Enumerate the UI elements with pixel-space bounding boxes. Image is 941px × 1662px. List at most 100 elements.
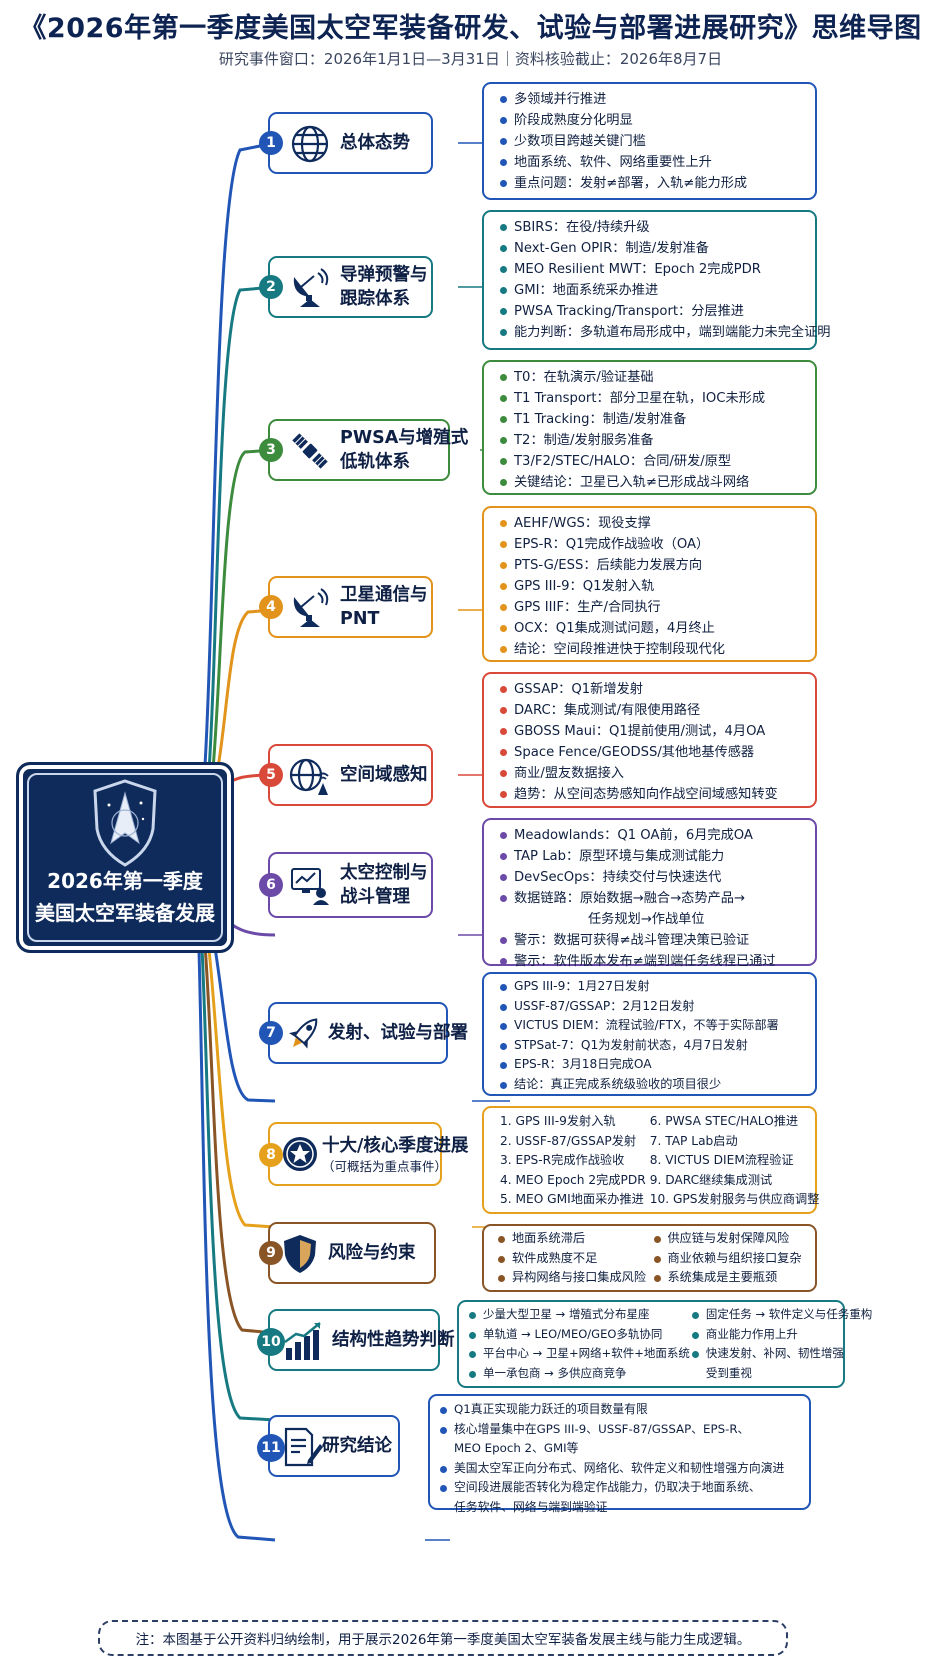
key-event-item: 5. MEO GMI地面采办推进 bbox=[500, 1192, 644, 1206]
branch-number-badge: 11 bbox=[257, 1434, 285, 1462]
detail-item: SBIRS：在役/持续升级 bbox=[498, 217, 805, 238]
key-event-item: 4. MEO Epoch 2完成PDR bbox=[500, 1172, 646, 1187]
branch-number-badge: 9 bbox=[259, 1241, 283, 1265]
detail-box-7: GPS III-9：1月27日发射 USSF-87/GSSAP：2月12日发射 … bbox=[482, 972, 817, 1096]
branch-node-10[interactable]: 10 结构性趋势判断 bbox=[257, 1309, 455, 1371]
detail-item: MEO Resilient MWT：Epoch 2完成PDR bbox=[498, 259, 805, 280]
detail-item: DARC：集成测试/有限使用路径 bbox=[498, 700, 805, 721]
detail-item: GPS III-9：Q1发射入轨 bbox=[498, 576, 805, 597]
detail-item: T0：在轨演示/验证基础 bbox=[498, 367, 805, 388]
detail-item: 阶段成熟度分化明显 bbox=[498, 110, 805, 131]
detail-item-continued: 任务规划→作战单位 bbox=[588, 912, 705, 927]
detail-item: 商业/盟友数据接入 bbox=[498, 763, 805, 784]
trend-item: 快速发射、补网、韧性增强 bbox=[690, 1344, 872, 1364]
conclusion-item-continued: MEO Epoch 2、GMI等 bbox=[454, 1441, 579, 1455]
conclusion-item: 核心增量集中在GPS III-9、USSF-87/GSSAP、EPS-R、 bbox=[438, 1420, 803, 1440]
branch-label: 风险与约束 bbox=[328, 1243, 416, 1263]
detail-box-10: 少量大型卫星 → 增殖式分布星座 单轨道 → LEO/MEO/GEO多轨协同 平… bbox=[457, 1300, 872, 1388]
detail-item: VICTUS DIEM：流程试验/FTX，不等于实际部署 bbox=[498, 1016, 805, 1036]
branch-label: 结构性趋势判断 bbox=[332, 1330, 455, 1350]
detail-item: T2：制造/发射服务准备 bbox=[498, 430, 805, 451]
star-badge-icon bbox=[283, 1137, 317, 1171]
detail-item: EPS-R：Q1完成作战验收（OA） bbox=[498, 534, 805, 555]
key-event-item: 6. PWSA STEC/HALO推进 bbox=[649, 1114, 799, 1128]
root-node: 2026年第一季度 美国太空军装备发展 bbox=[16, 762, 234, 953]
trend-item: 少量大型卫星 → 增殖式分布星座 bbox=[467, 1305, 690, 1325]
branch-node-8[interactable]: 8 十大/核心季度进展（可概括为重点事件） bbox=[259, 1122, 468, 1186]
branch-number-badge: 8 bbox=[259, 1143, 283, 1167]
risk-item: 异构网络与接口集成风险 bbox=[496, 1268, 652, 1288]
rocket-icon bbox=[289, 1018, 318, 1049]
detail-item: Meadowlands：Q1 OA前，6月完成OA bbox=[498, 825, 805, 846]
branch-label: PWSA与增殖式 bbox=[340, 428, 469, 448]
detail-item: 结论：真正完成系统级验收的项目很少 bbox=[498, 1075, 805, 1095]
shield-icon bbox=[284, 1235, 316, 1273]
risk-item: 系统集成是主要瓶颈 bbox=[652, 1268, 808, 1288]
detail-box-3: T0：在轨演示/验证基础 T1 Transport：部分卫星在轨，IOC未形成 … bbox=[482, 360, 817, 495]
branch-label: 卫星通信与 bbox=[340, 585, 428, 605]
detail-item: GPS IIIF：生产/合同执行 bbox=[498, 597, 805, 618]
root-title-line1: 2026年第一季度 bbox=[47, 869, 203, 893]
detail-box-4: AEHF/WGS：现役支撑 EPS-R：Q1完成作战验收（OA） PTS-G/E… bbox=[482, 506, 817, 662]
detail-box-2: SBIRS：在役/持续升级 Next-Gen OPIR：制造/发射准备 MEO … bbox=[482, 210, 831, 350]
trend-item: 单一承包商 → 多供应商竞争 bbox=[467, 1364, 690, 1384]
branch-label: 总体态势 bbox=[340, 133, 410, 153]
detail-item: Space Fence/GEODSS/其他地基传感器 bbox=[498, 742, 805, 763]
detail-box-9: 地面系统滞后 软件成熟度不足 异构网络与接口集成风险 供应链与发射保障风险 商业… bbox=[482, 1224, 817, 1292]
branch-node-11[interactable]: 11 研究结论 bbox=[257, 1415, 400, 1477]
key-event-item: 9. DARC继续集成测试 bbox=[649, 1172, 773, 1187]
detail-item: GSSAP：Q1新增发射 bbox=[498, 679, 805, 700]
branch-node-1[interactable]: 1 总体态势 bbox=[259, 112, 433, 174]
detail-item: T1 Transport：部分卫星在轨，IOC未形成 bbox=[498, 388, 805, 409]
document-pen-icon bbox=[284, 1427, 323, 1467]
branch-node-2[interactable]: 2 导弹预警与跟踪体系 bbox=[259, 256, 433, 318]
detail-item: AEHF/WGS：现役支撑 bbox=[498, 513, 805, 534]
branch-label: 研究结论 bbox=[322, 1436, 392, 1456]
branch-label-line2: 战斗管理 bbox=[340, 887, 410, 907]
globe-icon bbox=[291, 125, 329, 163]
key-event-item: 1. GPS III-9发射入轨 bbox=[500, 1114, 616, 1128]
space-force-delta-emblem-icon bbox=[93, 779, 157, 867]
detail-item: 少数项目跨越关键门槛 bbox=[498, 131, 805, 152]
detail-item: Next-Gen OPIR：制造/发射准备 bbox=[498, 238, 805, 259]
page-title: 《2026年第一季度美国太空军装备研发、试验与部署进展研究》思维导图 bbox=[19, 13, 922, 44]
branch-number-badge: 6 bbox=[259, 873, 283, 897]
command-console-icon bbox=[291, 868, 329, 905]
detail-item: STPSat-7：Q1为发射前状态，4月7日发射 bbox=[498, 1036, 805, 1056]
detail-item: TAP Lab：原型环境与集成测试能力 bbox=[498, 846, 805, 867]
detail-item: T3/F2/STEC/HALO：合同/研发/原型 bbox=[498, 451, 805, 472]
page-subtitle: 研究事件窗口：2026年1月1日—3月31日｜资料核验截止：2026年8月7日 bbox=[218, 50, 723, 68]
detail-item: 数据链路：原始数据→融合→态势产品→ bbox=[498, 888, 805, 909]
branch-label: 发射、试验与部署 bbox=[328, 1023, 468, 1043]
detail-item: 关键结论：卫星已入轨≠已形成战斗网络 bbox=[498, 472, 805, 493]
detail-item: 重点问题：发射≠部署，入轨≠能力形成 bbox=[498, 173, 805, 194]
branch-node-6[interactable]: 6 太空控制与战斗管理 bbox=[259, 852, 433, 918]
conclusion-item: 美国太空军正向分布式、网络化、软件定义和韧性增强方向演进 bbox=[438, 1459, 803, 1479]
branch-node-9[interactable]: 9 风险与约束 bbox=[259, 1222, 436, 1284]
branch-node-7[interactable]: 7 发射、试验与部署 bbox=[259, 1002, 468, 1064]
risk-item: 地面系统滞后 bbox=[496, 1229, 652, 1249]
risk-item: 软件成熟度不足 bbox=[496, 1249, 652, 1269]
conclusion-item-continued: 任务软件、网络与端到端验证 bbox=[454, 1499, 608, 1514]
detail-item: OCX：Q1集成测试问题，4月终止 bbox=[498, 618, 805, 639]
detail-item: EPS-R：3月18日完成OA bbox=[498, 1055, 805, 1075]
branch-label: 导弹预警与 bbox=[340, 265, 428, 285]
detail-item: GPS III-9：1月27日发射 bbox=[498, 977, 805, 997]
branch-label-line2: PNT bbox=[340, 609, 380, 629]
growth-chart-icon bbox=[284, 1322, 321, 1360]
branch-label-line2: 低轨体系 bbox=[340, 452, 410, 472]
radar-globe-icon bbox=[289, 758, 329, 795]
detail-box-1: 多领域并行推进 阶段成熟度分化明显 少数项目跨越关键门槛 地面系统、软件、网络重… bbox=[482, 82, 817, 200]
detail-box-11: Q1真正实现能力跃迁的项目数量有限 核心增量集中在GPS III-9、USSF-… bbox=[428, 1394, 811, 1514]
branch-node-3[interactable]: 3 PWSA与增殖式低轨体系 bbox=[259, 419, 468, 481]
detail-item: 地面系统、软件、网络重要性上升 bbox=[498, 152, 805, 173]
trend-item: 商业能力作用上升 bbox=[690, 1325, 872, 1345]
trend-item-continued: 受到重视 bbox=[705, 1365, 752, 1380]
detail-item: PWSA Tracking/Transport：分层推进 bbox=[498, 301, 805, 322]
risk-item: 商业依赖与组织接口复杂 bbox=[652, 1249, 808, 1269]
branch-label: 太空控制与 bbox=[340, 863, 428, 883]
branch-node-5[interactable]: 5 空间域感知 bbox=[259, 744, 433, 806]
branch-number-badge: 3 bbox=[259, 438, 283, 462]
detail-item: 多领域并行推进 bbox=[498, 89, 805, 110]
